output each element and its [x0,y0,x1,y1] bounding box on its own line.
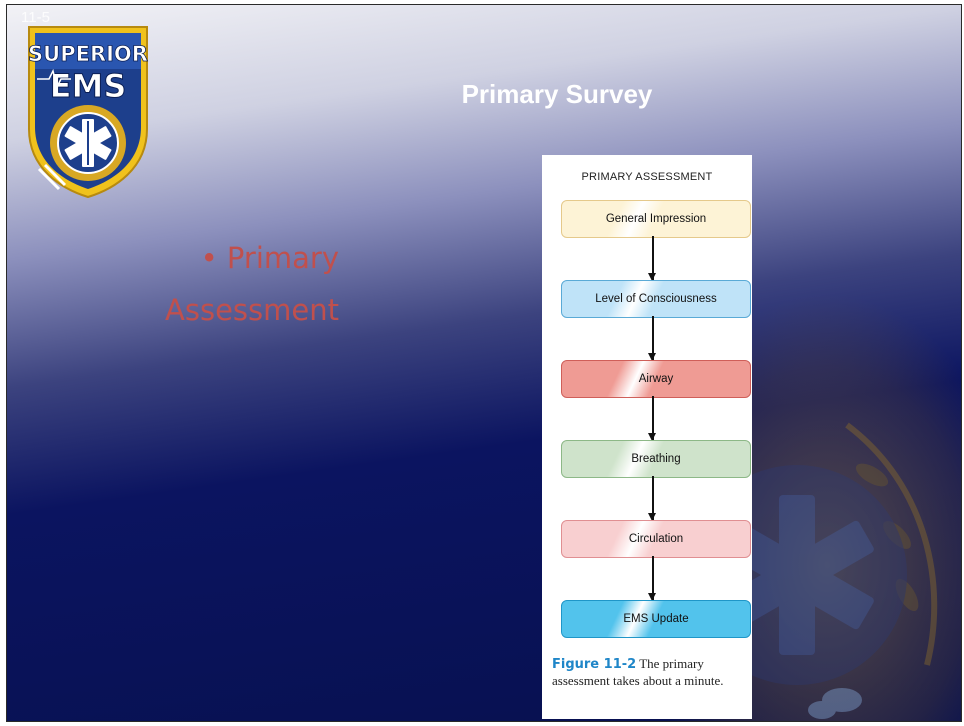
superior-ems-logo-icon: SUPERIOR EMS [28,26,148,199]
step-airway: Airway [561,360,751,398]
logo-line1-text: SUPERIOR [28,42,148,66]
caption-label: Figure 11-2 [552,657,637,672]
flow-arrow [649,316,655,361]
figure-heading: PRIMARY ASSESSMENT [581,171,713,183]
step-ems-update: EMS Update [561,600,751,638]
slide: 11-5 SUPERIOR EMS Primary Survey • Prima… [6,4,962,722]
flow-arrow [649,236,655,281]
step-circulation: Circulation [561,520,751,558]
bullet-line-1: • Primary [200,241,339,275]
flow-arrow [649,476,655,521]
bullet-line-2: Assessment [165,293,339,327]
primary-assessment-figure: PRIMARY ASSESSMENT General Impression Le… [542,155,752,719]
slide-number: 11-5 [21,9,50,26]
figure-caption: Figure 11-2 The primary assessment takes… [552,656,748,689]
caption-text: The primary assessment takes about a min… [552,656,724,688]
step-breathing: Breathing [561,440,751,478]
flow-arrow [649,396,655,441]
logo-line2-text: EMS [50,67,127,105]
step-level-of-consciousness: Level of Consciousness [561,280,751,318]
step-general-impression: General Impression [561,200,751,238]
flow-arrow [649,556,655,601]
slide-title: Primary Survey [461,79,653,109]
